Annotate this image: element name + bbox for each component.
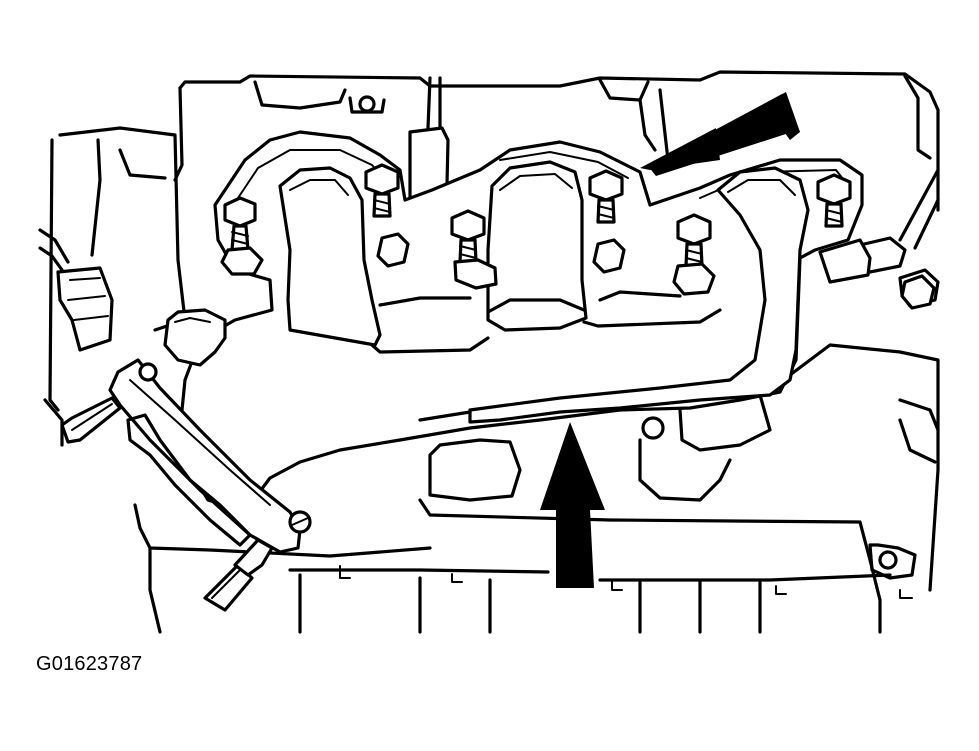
exhaust-manifold	[178, 130, 864, 512]
bolt-6	[816, 173, 852, 228]
indicator-arrows	[540, 92, 800, 588]
bolt-1	[220, 196, 264, 276]
figure-code: G01623787	[36, 653, 143, 675]
manifold-bolts	[220, 163, 936, 310]
stud-nuts	[376, 232, 936, 310]
arrow-lower-up-icon	[540, 422, 605, 588]
bolt-4	[588, 169, 624, 224]
bolt-5	[672, 213, 716, 296]
engine-block	[43, 70, 940, 634]
bolt-3	[450, 209, 498, 290]
bolt-2	[364, 163, 400, 218]
outlet-flange	[38, 228, 312, 612]
